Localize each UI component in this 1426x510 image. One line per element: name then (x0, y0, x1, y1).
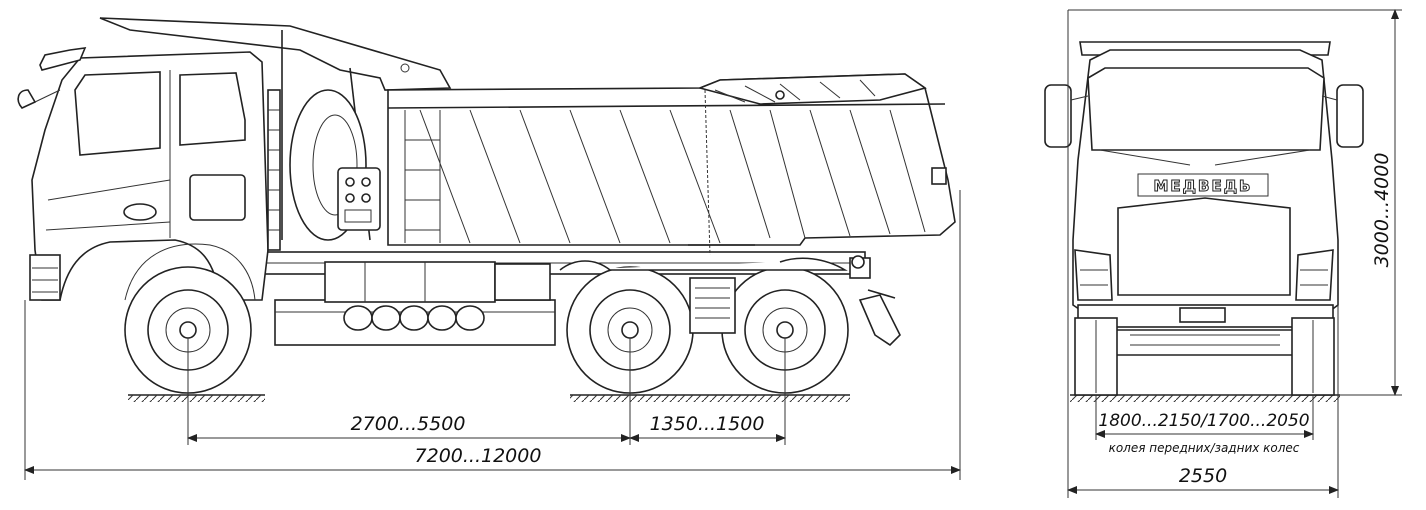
rear-underrun (849, 255, 901, 347)
windshield (1087, 67, 1325, 151)
rear-axle-spacing-label: 1350...1500 (650, 413, 765, 435)
ground-line (128, 394, 850, 402)
overall-width-label: 2550 (1179, 465, 1227, 487)
dimension-lines-side (24, 190, 961, 480)
cab (17, 47, 269, 301)
wheelbase-label: 2700...5500 (351, 413, 466, 435)
mirror-right (1321, 84, 1364, 148)
brand-label: МЕДВЕДЬ (1153, 177, 1252, 195)
track-width-label: 1800...2150/1700...2050 (1098, 411, 1309, 431)
headlight-right (1295, 249, 1334, 301)
track-note-label: колея передних/задних колес (1109, 441, 1300, 455)
dump-body (387, 73, 956, 256)
ladder-rail (267, 89, 281, 251)
front-ground-line (1070, 394, 1340, 402)
side-view: 2700...5500 1350...1500 7200...12000 (17, 17, 961, 480)
overall-length-label: 7200...12000 (415, 445, 542, 467)
dimension-lines-front (1067, 9, 1402, 498)
side-equipment-boxes (324, 261, 551, 303)
overall-height-label: 3000...4000 (1371, 153, 1393, 268)
front-view: МЕДВЕДЬ (1044, 9, 1402, 498)
front-grille (1117, 197, 1291, 296)
rear-suspension (559, 257, 848, 334)
headlight-left (1074, 249, 1113, 301)
air-tanks (343, 305, 485, 331)
hydraulic-tank (337, 167, 381, 231)
mirror-left (1044, 84, 1089, 148)
